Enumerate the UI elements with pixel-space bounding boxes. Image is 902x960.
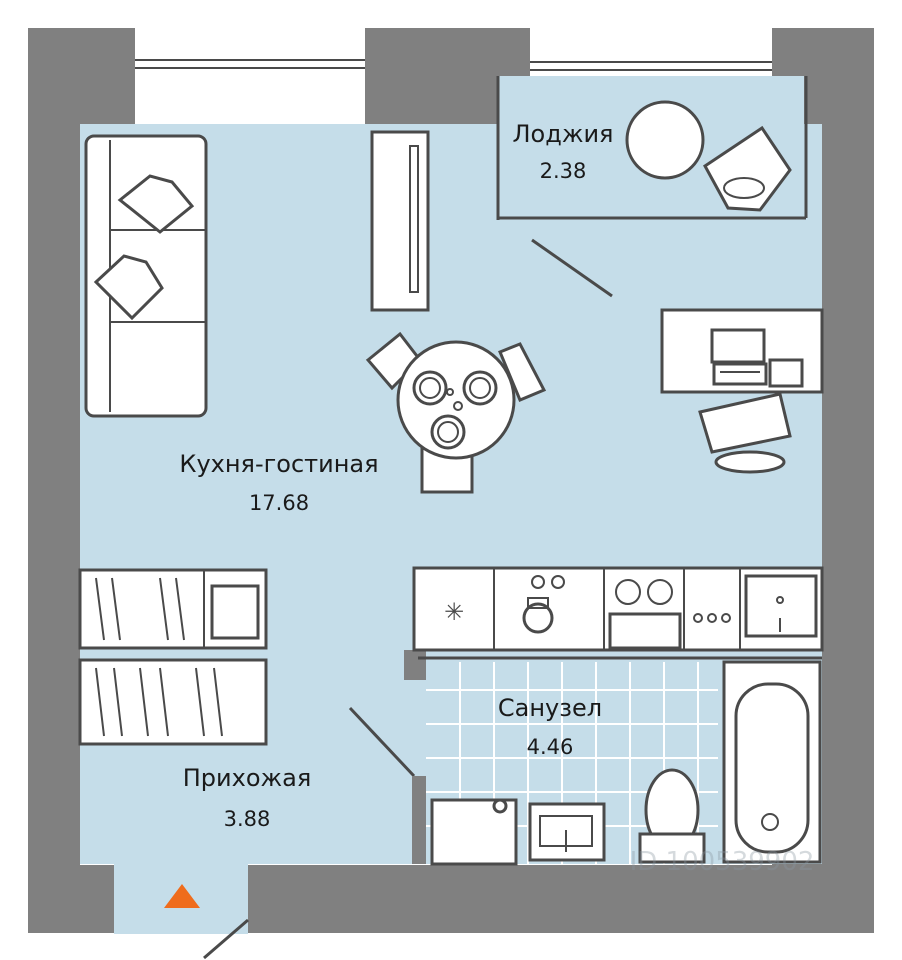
dining-table xyxy=(365,331,547,494)
svg-text:✳: ✳ xyxy=(444,598,464,626)
hallway-wardrobe xyxy=(78,568,268,746)
watermark: ID 100539902 xyxy=(630,847,815,877)
loggia-walls xyxy=(496,76,808,220)
living-label: Кухня-гостиная xyxy=(179,450,378,478)
hallway-area: 3.88 xyxy=(224,807,271,831)
hallway-label: Прихожая xyxy=(183,764,312,792)
kitchen-counter: ✳ xyxy=(412,566,824,652)
bathroom-fixtures xyxy=(430,660,822,866)
bathroom-label: Санузел xyxy=(498,694,602,722)
loggia-area: 2.38 xyxy=(540,159,587,183)
living-area: 17.68 xyxy=(249,491,309,515)
sofa xyxy=(84,134,208,418)
loggia-label: Лоджия xyxy=(513,120,614,148)
bathroom-area: 4.46 xyxy=(527,735,574,759)
work-desk xyxy=(660,308,824,474)
wall-cabinet xyxy=(370,130,430,312)
loggia-furniture xyxy=(625,100,792,212)
entrance-marker xyxy=(164,884,200,908)
windows xyxy=(135,28,772,124)
